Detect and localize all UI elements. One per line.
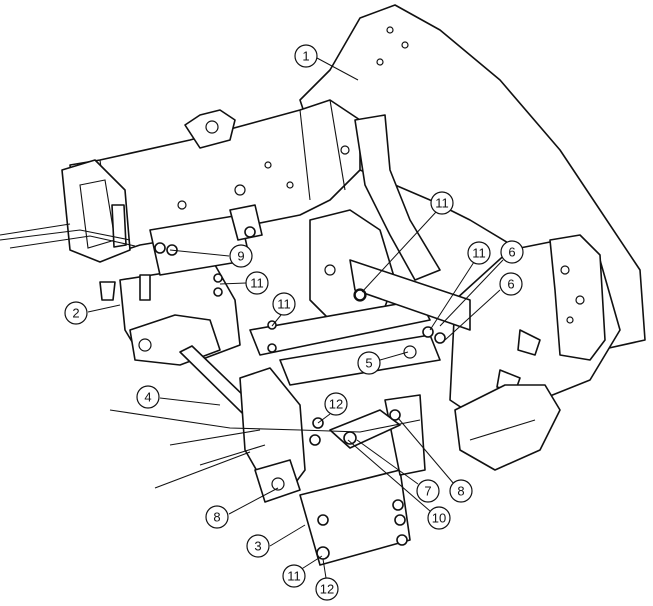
callout-11a: 11 — [430, 191, 454, 215]
callout-8b: 8 — [449, 479, 473, 503]
cables — [0, 223, 421, 489]
callout-5: 5 — [357, 351, 381, 375]
callout-11b: 11 — [467, 241, 491, 265]
svg-text:6: 6 — [507, 277, 514, 292]
callout-4: 4 — [136, 385, 160, 409]
svg-text:8: 8 — [457, 484, 464, 499]
svg-text:11: 11 — [250, 276, 264, 291]
svg-text:1: 1 — [302, 49, 309, 64]
callout-6a: 6 — [500, 240, 524, 264]
callout-7: 7 — [416, 479, 440, 503]
callout-12a: 12 — [324, 392, 348, 416]
lower-mount — [239, 367, 426, 566]
svg-text:9: 9 — [237, 249, 244, 264]
svg-text:6: 6 — [508, 245, 515, 260]
svg-text:12: 12 — [320, 582, 334, 597]
callout-3: 3 — [246, 534, 270, 558]
svg-text:8: 8 — [213, 510, 220, 525]
right-bracket — [449, 234, 621, 471]
svg-text:3: 3 — [254, 539, 261, 554]
svg-text:5: 5 — [365, 356, 372, 371]
svg-text:10: 10 — [432, 511, 446, 526]
svg-text:11: 11 — [277, 297, 291, 312]
callouts: 1 2 3 4 5 6 6 7 8 8 9 10 11 11 11 11 11 — [64, 44, 524, 601]
svg-text:2: 2 — [72, 306, 79, 321]
callout-9: 9 — [229, 244, 253, 268]
callout-2: 2 — [64, 301, 88, 325]
svg-text:12: 12 — [329, 397, 343, 412]
svg-text:11: 11 — [472, 246, 486, 261]
callout-10: 10 — [427, 506, 451, 530]
callout-11e: 11 — [282, 564, 306, 588]
svg-text:11: 11 — [287, 569, 301, 584]
callout-1: 1 — [294, 44, 318, 68]
svg-text:7: 7 — [424, 484, 431, 499]
svg-text:4: 4 — [144, 390, 151, 405]
callout-11d: 11 — [272, 292, 296, 316]
callout-12b: 12 — [315, 577, 339, 601]
callout-8a: 8 — [205, 505, 229, 529]
callout-11c: 11 — [245, 271, 269, 295]
svg-text:11: 11 — [435, 196, 449, 211]
callout-6b: 6 — [499, 272, 523, 296]
